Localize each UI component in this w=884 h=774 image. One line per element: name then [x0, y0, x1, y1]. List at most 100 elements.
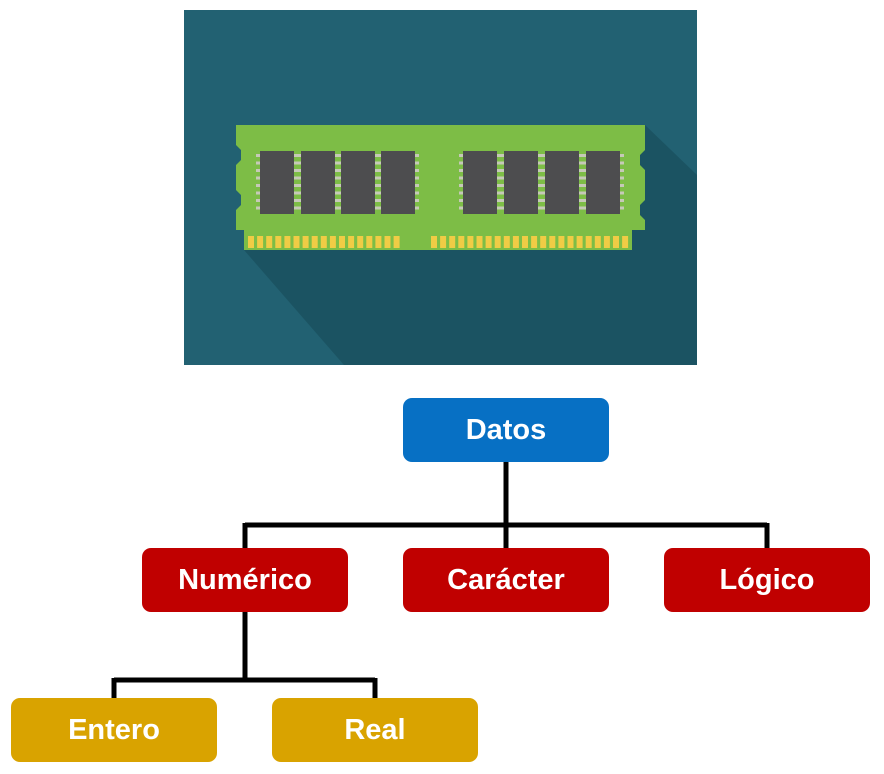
gold-contact [320, 236, 327, 248]
chip-pin [415, 199, 419, 202]
chip-pin [579, 169, 583, 172]
chip-pin [500, 154, 504, 157]
chip-pin [459, 184, 463, 187]
chip-pin [500, 184, 504, 187]
chip-pin [377, 161, 381, 165]
chip-pin [294, 191, 298, 195]
gold-contact [431, 236, 437, 248]
chip-pin [297, 154, 301, 157]
gold-contact [440, 236, 447, 248]
chip-pin [459, 199, 463, 202]
chip-pin [582, 161, 586, 165]
chip-pin [337, 154, 341, 157]
node-logico: Lógico [664, 548, 870, 612]
gold-contact [476, 236, 483, 248]
gold-contact [329, 236, 336, 248]
chip-pin [541, 184, 545, 187]
chip-pin [497, 191, 501, 195]
chip-pin [256, 191, 260, 195]
chip-pin [582, 191, 586, 195]
chip-pin [497, 169, 501, 172]
gold-contact [585, 236, 592, 248]
gold-contact [449, 236, 456, 248]
chip-pin [579, 199, 583, 202]
chip-pin [500, 176, 504, 180]
chip-pin [582, 199, 586, 202]
chip-pin [500, 161, 504, 165]
chip-pin [415, 176, 419, 180]
chip-pin [415, 169, 419, 172]
chip-pin [256, 154, 260, 157]
chip-pin [337, 191, 341, 195]
gold-contact [339, 236, 345, 248]
chip-pin [415, 161, 419, 165]
chip-pin [297, 199, 301, 202]
chip-pin [582, 176, 586, 180]
chip-pin [500, 169, 504, 172]
gold-contact [302, 236, 309, 248]
chip-pin [294, 206, 298, 210]
chip-pin [538, 161, 542, 165]
chip-pin [459, 176, 463, 180]
gold-contact [485, 236, 492, 248]
chip-pin [620, 206, 624, 210]
chip-pin [297, 191, 301, 195]
chip-pin [294, 169, 298, 172]
chip-pin [459, 169, 463, 172]
gold-contact [549, 236, 556, 248]
chip-pin [497, 199, 501, 202]
memory-chip [586, 151, 620, 214]
chip-pin [256, 169, 260, 172]
ram-module [236, 125, 645, 250]
chip-pin [579, 191, 583, 195]
ram-memory-module-icon [184, 10, 697, 365]
chip-pin [459, 206, 463, 210]
chip-pin [582, 184, 586, 187]
memory-chip [545, 151, 579, 214]
chip-pin [459, 154, 463, 157]
chip-pin [337, 176, 341, 180]
node-numerico: Numérico [142, 548, 348, 612]
chip-pin [538, 199, 542, 202]
node-caracter: Carácter [403, 548, 609, 612]
gold-contact [467, 236, 474, 248]
gold-contact [384, 236, 391, 248]
gold-contact [458, 236, 465, 248]
chip-pin [538, 184, 542, 187]
chip-pin [297, 169, 301, 172]
chip-pin [500, 199, 504, 202]
gold-contact [613, 236, 619, 248]
gold-contact [603, 236, 610, 248]
memory-chip [463, 151, 497, 214]
chip-pin [541, 169, 545, 172]
gold-contact [540, 236, 547, 248]
chip-pin [377, 184, 381, 187]
chip-pin [579, 161, 583, 165]
gold-contact [576, 236, 583, 248]
chip-pin [620, 169, 624, 172]
chip-pin [377, 206, 381, 210]
gold-contact [248, 236, 254, 248]
chip-pin [538, 206, 542, 210]
chip-pin [459, 161, 463, 165]
chip-pin [541, 199, 545, 202]
chip-pin [294, 184, 298, 187]
gold-contact [348, 236, 355, 248]
chip-pin [538, 169, 542, 172]
chip-pin [294, 161, 298, 165]
gold-contact [275, 236, 282, 248]
chip-pin [256, 176, 260, 180]
chip-pin [256, 206, 260, 210]
chip-pin [497, 176, 501, 180]
chip-pin [297, 184, 301, 187]
gold-contact [257, 236, 264, 248]
chip-pin [256, 199, 260, 202]
chip-pin [337, 184, 341, 187]
chip-pin [500, 206, 504, 210]
chip-pin [297, 176, 301, 180]
chip-pin [337, 169, 341, 172]
chip-pin [337, 199, 341, 202]
chip-pin [579, 184, 583, 187]
memory-chip [341, 151, 375, 214]
chip-pin [620, 199, 624, 202]
